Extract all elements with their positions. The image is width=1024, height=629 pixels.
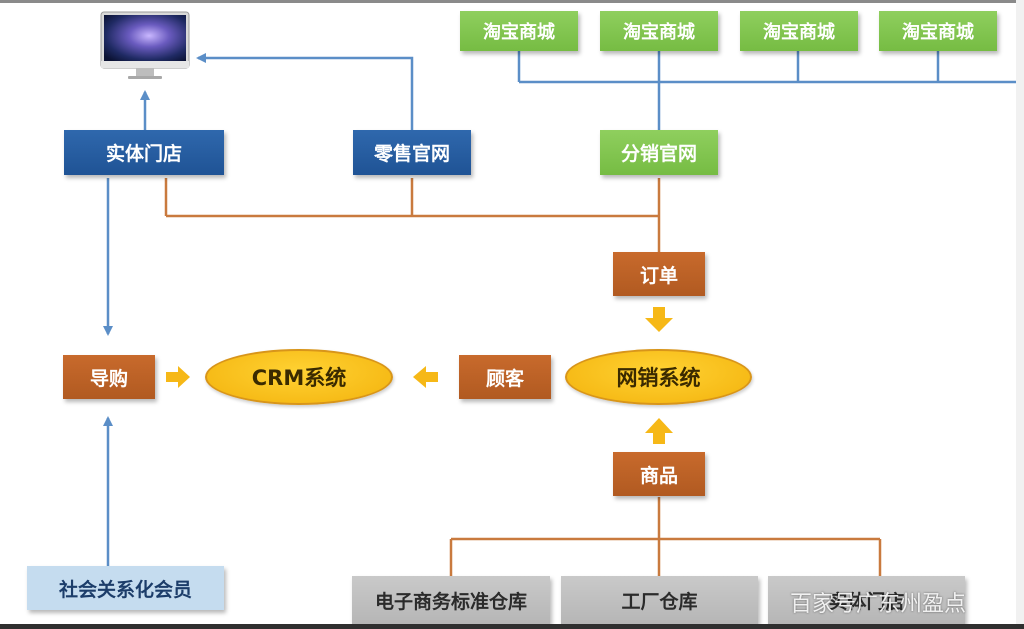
customer-box: 顾客	[459, 355, 551, 399]
goods-to-online-sales-arrow	[645, 418, 673, 444]
taobao-mall-box-4: 淘宝商城	[879, 11, 997, 51]
taobao-mall-box-1: 淘宝商城	[460, 11, 578, 51]
warehouse-connector	[449, 497, 882, 576]
desktop-computer-icon	[100, 11, 190, 79]
crm-system-ellipse: CRM系统	[205, 349, 393, 405]
frame-top-border	[0, 0, 1024, 3]
customer-to-crm-arrow	[413, 366, 438, 388]
taobao-mall-box-3: 淘宝商城	[740, 11, 858, 51]
frame-right-border	[1016, 0, 1024, 629]
order-box: 订单	[613, 252, 705, 296]
taobao-connector	[517, 50, 1016, 130]
store-warehouse-box: 实体门店	[768, 576, 965, 624]
taobao-mall-box-2: 淘宝商城	[600, 11, 718, 51]
social-members-box: 社会关系化会员	[27, 566, 224, 610]
retail-to-computer-arrow	[196, 53, 414, 130]
physical-store-box: 实体门店	[64, 130, 224, 175]
shopping-guide-box: 导购	[63, 355, 155, 399]
watermark-text: 百家号广东州盈点	[790, 592, 967, 617]
goods-box: 商品	[613, 452, 705, 496]
order-to-online-sales-arrow	[645, 307, 673, 332]
order-connector	[164, 178, 661, 252]
retail-website-box: 零售官网	[353, 130, 471, 175]
online-sales-system-ellipse: 网销系统	[565, 349, 752, 405]
frame-bottom-border	[0, 624, 1024, 629]
factory-warehouse-box: 工厂仓库	[561, 576, 758, 624]
guide-to-crm-arrow	[166, 366, 190, 388]
ecommerce-warehouse-box: 电子商务标准仓库	[352, 576, 550, 624]
distribution-website-box: 分销官网	[600, 130, 718, 175]
